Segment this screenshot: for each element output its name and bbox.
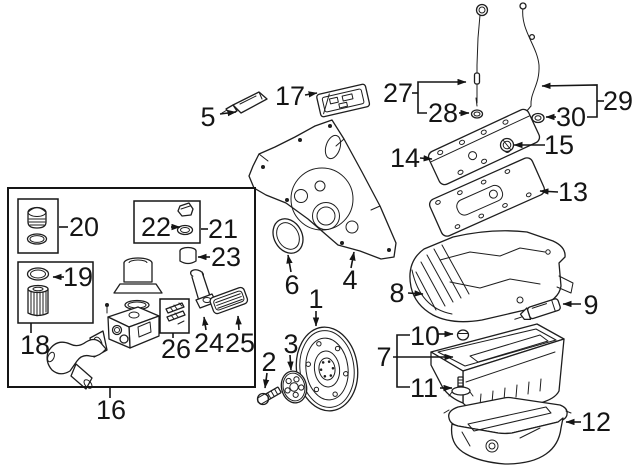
sealant-tube-illustration <box>221 91 268 115</box>
filter-housing-body-illustration <box>105 303 160 349</box>
dipstick-illustration <box>473 3 489 107</box>
callout-label-25: 25 <box>225 328 255 358</box>
kit-box-16 <box>7 187 256 388</box>
callout-leader-5 <box>219 109 237 117</box>
callout-leader-7 <box>396 334 410 388</box>
gasket-plate-illustration <box>316 83 371 118</box>
callout-label-20: 20 <box>69 212 99 242</box>
valve-cover-lower-illustration <box>428 157 546 237</box>
filter-cap-plug-illustration <box>26 206 48 245</box>
callout-leader-6 <box>286 254 293 273</box>
callout-label-22: 22 <box>141 212 171 242</box>
callout-leader-25 <box>235 315 242 331</box>
callout-label-29: 29 <box>603 86 633 116</box>
callout-label-24: 24 <box>194 328 224 358</box>
filter-oring-illustration <box>26 267 50 281</box>
callout-label-27: 27 <box>383 78 413 108</box>
callout-leader-27 <box>417 78 467 114</box>
callout-label-16: 16 <box>96 395 126 425</box>
callout-label-15: 15 <box>544 130 574 160</box>
gasket-set-illustration <box>165 302 186 325</box>
callout-label-28: 28 <box>428 98 458 128</box>
dipstick-seal-illustration <box>470 109 484 119</box>
kit-box-21-22 <box>133 200 201 244</box>
tube-seal-illustration <box>531 112 545 124</box>
kit-box-18-19 <box>17 261 94 324</box>
callout-label-19: 19 <box>63 262 93 292</box>
callout-leader-14 <box>419 155 433 162</box>
oil-filler-cap-illustration <box>499 137 515 153</box>
kit-box-20 <box>17 198 59 254</box>
callout-leader-13 <box>539 188 559 195</box>
callout-leader-4 <box>349 251 356 269</box>
callout-label-26: 26 <box>161 334 191 364</box>
callout-label-11: 11 <box>410 373 438 403</box>
suction-pipe-illustration <box>46 338 107 390</box>
kit-box-26 <box>159 298 190 334</box>
callout-leader-3 <box>287 354 294 371</box>
callout-leader-17 <box>304 91 318 98</box>
callout-leader-29 <box>541 82 598 118</box>
callout-label-4: 4 <box>342 265 357 295</box>
plug-10-illustration <box>456 329 470 341</box>
flywheel-illustration <box>295 326 359 412</box>
callout-label-5: 5 <box>200 102 215 132</box>
callout-label-8: 8 <box>389 278 404 308</box>
callout-label-7: 7 <box>376 342 391 372</box>
cap-23-illustration <box>179 246 197 265</box>
oil-filter-element-illustration <box>27 284 49 317</box>
flywheel-bolt-illustration <box>256 386 282 406</box>
callout-label-23: 23 <box>211 242 241 272</box>
callout-label-17: 17 <box>275 81 305 111</box>
filter-housing-funnel-illustration <box>113 257 163 311</box>
callout-label-6: 6 <box>284 270 299 300</box>
callout-label-1: 1 <box>308 284 323 314</box>
timing-cover-illustration <box>248 119 397 260</box>
callout-label-21: 21 <box>208 214 238 244</box>
callout-label-30: 30 <box>556 102 586 132</box>
callout-label-13: 13 <box>558 177 588 207</box>
callout-label-3: 3 <box>283 329 298 359</box>
oil-pan-lower-illustration <box>443 396 572 465</box>
dipstick-tube-illustration <box>519 2 540 113</box>
callout-leader-8 <box>407 290 424 297</box>
crankshaft-seal-illustration <box>272 218 304 254</box>
upper-oil-pan-illustration <box>409 230 574 323</box>
oil-pan-middle-illustration <box>430 323 565 410</box>
cooler-25-illustration <box>209 286 249 315</box>
drain-plug-11-illustration <box>448 376 474 397</box>
callout-label-2: 2 <box>261 347 276 377</box>
callout-label-18: 18 <box>20 330 50 360</box>
cap-and-seal-illustration <box>176 202 194 236</box>
valve-cover-upper-illustration <box>427 108 541 186</box>
callout-leader-2 <box>262 372 270 389</box>
spacer-plate-illustration <box>280 370 308 404</box>
callout-label-10: 10 <box>410 321 440 351</box>
callout-label-14: 14 <box>390 143 420 173</box>
callout-leader-24 <box>202 316 209 331</box>
sealant-tube-9-illustration <box>514 298 561 320</box>
callout-label-9: 9 <box>583 290 598 320</box>
callout-label-12: 12 <box>581 407 611 437</box>
pickup-tube-illustration <box>189 269 217 309</box>
